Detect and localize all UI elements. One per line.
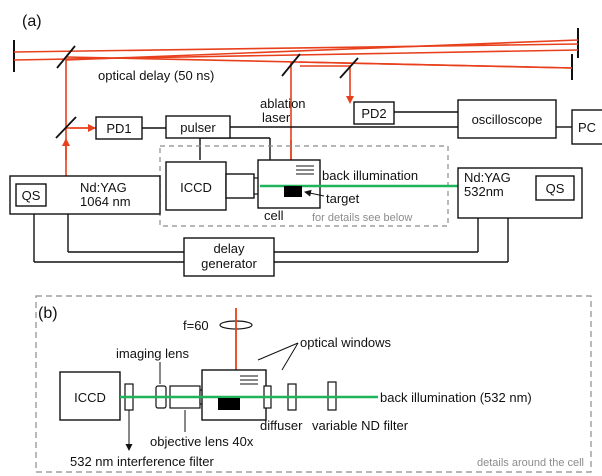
panel-a: (a) optical delay (50 ns) [9, 13, 602, 277]
delay-generator-box [183, 237, 275, 277]
beam-mirrors [55, 45, 359, 139]
ablation-label-2: laser [262, 110, 291, 125]
cell-label: cell [264, 208, 284, 223]
optical-windows-label: optical windows [300, 335, 392, 350]
panel-a-tag: (a) [22, 13, 42, 30]
pulser-box [165, 115, 231, 139]
delay-label-2: generator [201, 256, 257, 271]
objective-label: objective lens 40x [150, 434, 254, 449]
focal-label: f=60 [183, 318, 209, 333]
iccd-lens-a [225, 173, 255, 199]
iccd-label-a: ICCD [180, 180, 212, 195]
target-pointer [304, 189, 325, 197]
iccd-box-b [59, 371, 121, 421]
delay-label-1: delay [213, 241, 245, 256]
cell-box [257, 159, 321, 209]
qs-right-label: QS [546, 181, 565, 196]
iccd-label-b: ICCD [74, 390, 106, 405]
target-label: target [326, 191, 360, 206]
panel-b-tag: (b) [38, 305, 58, 322]
back-illumination-label-a: back illumination [322, 168, 418, 183]
window-pointer-1 [257, 342, 299, 361]
ablation-label-1: ablation [260, 96, 306, 111]
pd2-label: PD2 [361, 106, 386, 121]
panel-b: (b) f=60 optical windows imaging lens IC… [35, 295, 592, 473]
details-note-a: for details see below [312, 212, 412, 224]
pc-box [571, 109, 602, 145]
oscilloscope-box [457, 99, 557, 139]
cell-window-lines-b [240, 375, 258, 385]
details-note-b: details around the cell [477, 457, 584, 469]
qs-left-label: QS [22, 188, 41, 203]
window-pointer-2 [281, 342, 299, 371]
qs-right-box [535, 175, 575, 201]
ndyag-532-label-1: Nd:YAG [464, 170, 511, 185]
oscilloscope-label: oscilloscope [472, 112, 543, 127]
pc-label: PC [578, 120, 596, 135]
pd2-box [353, 101, 395, 125]
pd1-box [95, 116, 143, 140]
target-block-b [218, 398, 240, 410]
cell-box-b [201, 369, 267, 421]
ndyag-1064-label-2: 1064 nm [80, 194, 131, 209]
optical-delay-label: optical delay (50 ns) [98, 68, 214, 83]
diffuser-label: diffuser [260, 418, 303, 433]
ndyag-1064-label-1: Nd:YAG [80, 180, 127, 195]
interference-filter-label: 532 nm interference filter [70, 454, 214, 469]
pd1-label: PD1 [106, 121, 131, 136]
back-illumination-label-b: back illumination (532 nm) [380, 390, 532, 405]
cell-window-lines [296, 165, 314, 175]
signal-lines [33, 111, 572, 263]
variable-nd-label: variable ND filter [312, 418, 409, 433]
optical-delay-beams [13, 39, 579, 176]
target-block [284, 186, 302, 197]
qs-left-box [15, 183, 47, 207]
panel-b-frame [35, 295, 592, 473]
ndyag-532-label-2: 532nm [464, 184, 504, 199]
imaging-lens-label: imaging lens [116, 346, 189, 361]
pulser-label: pulser [180, 120, 216, 135]
